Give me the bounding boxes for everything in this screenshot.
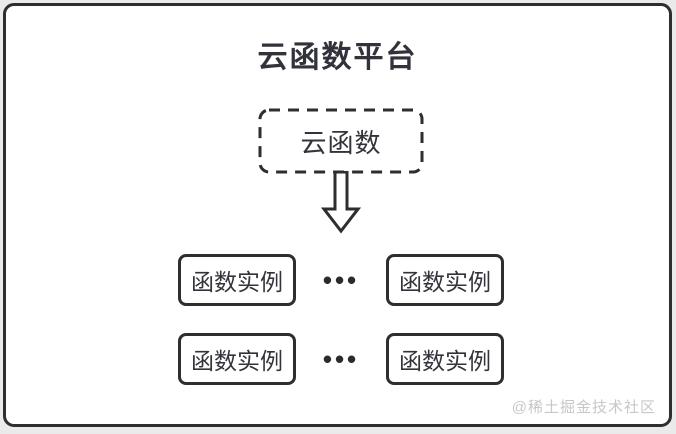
function-instance-node: 函数实例 bbox=[178, 254, 296, 306]
function-instance-node: 函数实例 bbox=[386, 254, 504, 306]
ellipsis-dots: ••• bbox=[322, 264, 360, 295]
down-arrow-icon bbox=[321, 171, 361, 234]
ellipsis-dots: ••• bbox=[322, 343, 360, 374]
diagram-card: 云函数平台 云函数 函数实例 ••• 函数实例 函数实例 ••• 函数实例 @稀… bbox=[3, 3, 672, 427]
function-instance-node: 函数实例 bbox=[178, 333, 296, 385]
cloud-function-node: 云函数 bbox=[258, 108, 424, 174]
diagram-title: 云函数平台 bbox=[257, 41, 418, 74]
watermark: @稀土掘金技术社区 bbox=[511, 399, 656, 416]
function-instance-node: 函数实例 bbox=[386, 333, 504, 385]
cloud-function-label: 云函数 bbox=[300, 127, 382, 158]
